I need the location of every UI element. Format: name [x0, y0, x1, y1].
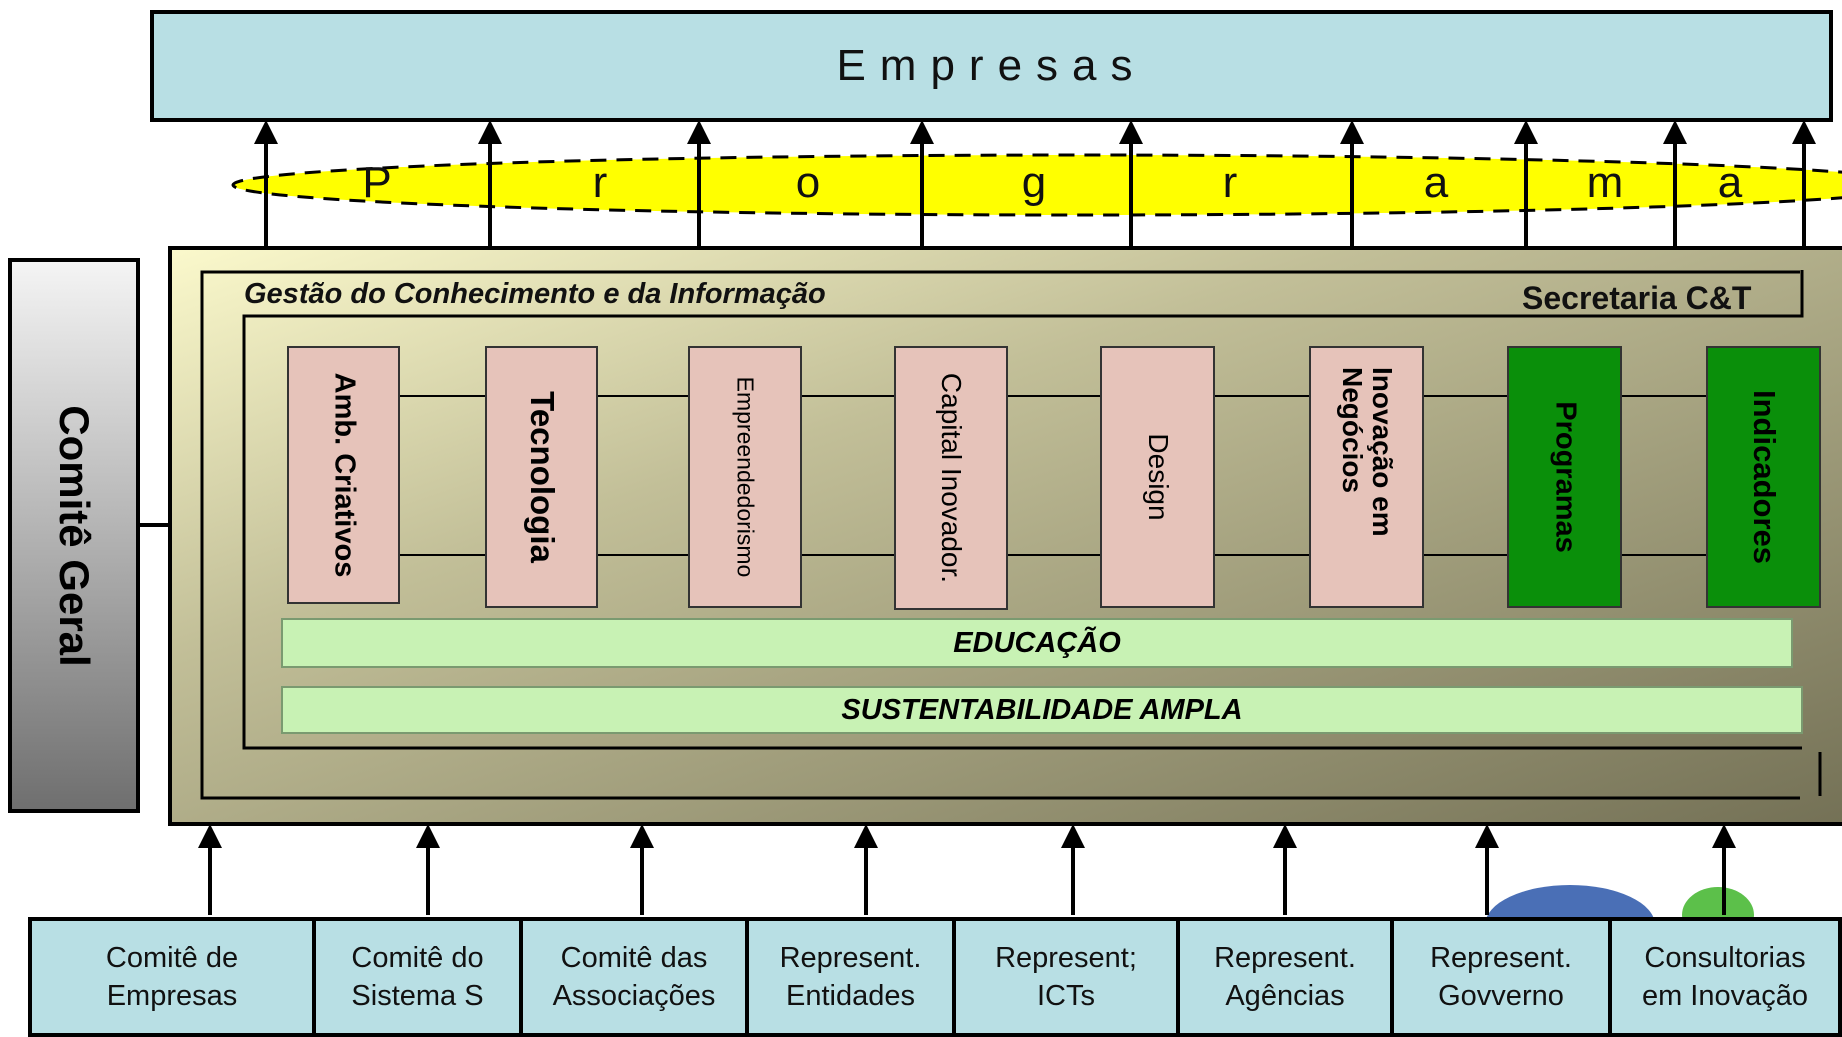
pillar-connectors — [400, 395, 1706, 556]
empresas-box: Empresas — [150, 10, 1833, 122]
bottom-box-line: Consultorias — [1644, 942, 1806, 974]
comite-geral-box: Comitê Geral — [8, 258, 140, 813]
bottom-box-line: Agências — [1225, 980, 1345, 1012]
pillar-tecnologia: Tecnologia — [485, 346, 598, 608]
bottom-box-comite-sistema-s: Comitê do Sistema S — [312, 917, 523, 1037]
bottom-box-represent-governo: Represent. Govverno — [1390, 917, 1612, 1037]
pillar-empreendedorismo: Empreendedorismo — [688, 346, 802, 608]
programa-letter: P — [362, 158, 392, 207]
sustentabilidade-bar: SUSTENTABILIDADE AMPLA — [281, 686, 1803, 734]
bottom-box-represent-agencias: Represent. Agências — [1176, 917, 1394, 1037]
pillar-label: Capital Inovador. — [936, 372, 967, 584]
bottom-box-line: ICTs — [1037, 980, 1095, 1012]
bottom-box-line: Govverno — [1438, 980, 1564, 1012]
pillar-label: Inovação em Negócios — [1336, 367, 1398, 537]
pillar-inovacao-negocios: Inovação em Negócios — [1309, 346, 1424, 608]
educacao-bar: EDUCAÇÃO — [281, 618, 1793, 668]
pillar-label: Tecnologia — [523, 391, 561, 563]
programa-letter: a — [1717, 158, 1743, 207]
pillar-programas: Programas — [1507, 346, 1622, 608]
bottom-box-line: Represent. — [1214, 942, 1356, 974]
educacao-label: EDUCAÇÃO — [953, 626, 1121, 659]
comite-geral-label: Comitê Geral — [51, 404, 98, 667]
gestao-title: Gestão do Conhecimento e da Informação — [244, 278, 826, 310]
pillar-label: Design — [1142, 433, 1174, 521]
outer-frame — [200, 270, 1800, 800]
programa-letter: r — [592, 158, 608, 207]
bottom-box-line: Comitê de — [105, 942, 239, 974]
bottom-box-line: Comitê do — [351, 942, 484, 974]
empresas-label: Empresas — [836, 41, 1147, 90]
programa-letter: a — [1423, 158, 1449, 207]
pillar-amb-criativos: Amb. Criativos — [287, 346, 400, 604]
secretaria-label: Secretaria C&T — [1522, 280, 1752, 316]
bottom-box-line: em Inovação — [1641, 980, 1809, 1012]
bottom-box-comite-associacoes: Comitê das Associações — [519, 917, 749, 1037]
pillar-label: Empreendedorismo — [732, 376, 759, 578]
pillar-label: Amb. Criativos — [328, 372, 360, 578]
pillar-label: Programas — [1549, 401, 1581, 553]
bottom-arrows — [198, 824, 1736, 915]
bottom-box-line: Sistema S — [351, 980, 484, 1012]
bottom-box-line: Represent; — [995, 942, 1137, 974]
gestao-frame — [242, 270, 1804, 750]
pillar-indicadores: Indicadores — [1706, 346, 1821, 608]
pillar-design: Design — [1100, 346, 1215, 608]
top-arrows — [254, 120, 1816, 248]
bottom-box-line: Represent. — [779, 942, 922, 974]
programa-letter: r — [1222, 158, 1238, 207]
bottom-box-comite-empresas: Comitê de Empresas — [28, 917, 316, 1037]
programa-letter: g — [1021, 158, 1047, 207]
programa-ellipse — [231, 153, 1842, 217]
programa-letter: o — [795, 158, 821, 207]
pillar-capital-inovador: Capital Inovador. — [894, 346, 1008, 610]
bottom-box-line: Entidades — [786, 980, 915, 1012]
sustentabilidade-label: SUSTENTABILIDADE AMPLA — [841, 693, 1243, 726]
bottom-box-line: Empresas — [106, 980, 238, 1012]
bottom-box-line: Associações — [552, 980, 716, 1012]
programa-letter: m — [1586, 158, 1624, 207]
bottom-box-represent-entidades: Represent. Entidades — [745, 917, 956, 1037]
bottom-box-consultorias: Consultorias em Inovação — [1608, 917, 1842, 1037]
bottom-box-line: Comitê das — [560, 942, 708, 974]
pillar-label: Indicadores — [1746, 390, 1782, 564]
bottom-box-represent-icts: Represent; ICTs — [952, 917, 1180, 1037]
bottom-box-line: Represent. — [1430, 942, 1572, 974]
